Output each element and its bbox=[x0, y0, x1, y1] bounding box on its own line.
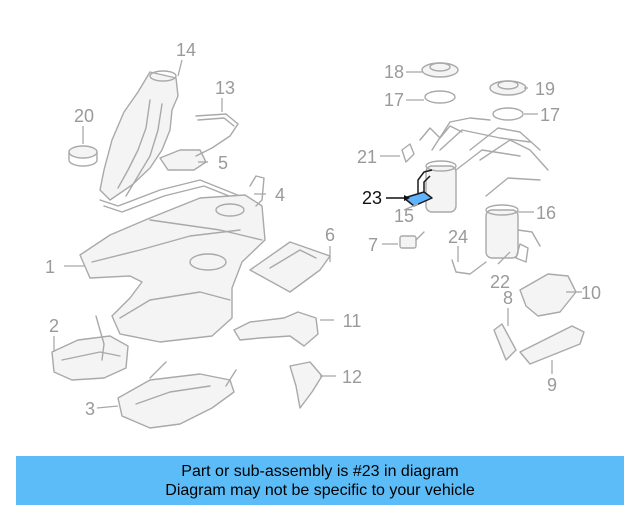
callout-8: 8 bbox=[503, 288, 513, 308]
callout-10: 10 bbox=[581, 283, 601, 303]
banner-part-note: Part or sub-assembly is #23 in diagram bbox=[181, 462, 459, 480]
callout-17-left: 17 bbox=[384, 90, 404, 110]
callout-17-right: 17 bbox=[540, 105, 560, 125]
callout-5: 5 bbox=[218, 153, 228, 173]
callout-1: 1 bbox=[45, 257, 55, 277]
callout-7: 7 bbox=[368, 235, 378, 255]
part-12-bracket bbox=[289, 361, 323, 409]
part-21-clip bbox=[401, 143, 415, 163]
callout-20: 20 bbox=[74, 106, 94, 126]
callout-6: 6 bbox=[325, 225, 335, 245]
leader-line-23 bbox=[386, 195, 410, 201]
banner-disclaimer: Diagram may not be specific to your vehi… bbox=[165, 481, 475, 499]
callout-11: 11 bbox=[343, 311, 362, 331]
part-1-fuel-tank bbox=[79, 194, 266, 343]
callout-23: 23 bbox=[362, 188, 382, 208]
part-6-mounting-plate bbox=[249, 241, 331, 293]
part-3-skid-plate bbox=[117, 361, 237, 429]
callout-3: 3 bbox=[85, 399, 95, 419]
parts-diagram: 1 2 3 4 5 6 7 8 9 10 11 12 13 14 15 16 1… bbox=[45, 40, 601, 429]
callout-21: 21 bbox=[357, 147, 377, 167]
callout-12: 12 bbox=[342, 367, 362, 387]
part-22-sensor bbox=[515, 243, 529, 263]
part-13-vent-line bbox=[195, 113, 239, 157]
part-23-highlighted-bracket bbox=[403, 169, 433, 207]
callout-16: 16 bbox=[536, 203, 556, 223]
part-18-lock-ring bbox=[421, 62, 459, 78]
part-24-strap bbox=[451, 259, 487, 275]
callout-18: 18 bbox=[384, 62, 404, 82]
part-10-bracket bbox=[519, 273, 577, 317]
part-14-filler-neck bbox=[99, 70, 245, 213]
callout-9: 9 bbox=[547, 375, 557, 395]
part-17-seal-right bbox=[492, 107, 524, 121]
part-9-rail bbox=[519, 325, 585, 365]
part-5-cover bbox=[159, 149, 207, 171]
leader-lines bbox=[53, 59, 582, 409]
part-7-connector bbox=[399, 231, 425, 249]
part-11-strap bbox=[233, 311, 319, 347]
part-19-lock-ring bbox=[489, 80, 527, 96]
callout-22: 22 bbox=[490, 272, 510, 292]
part-16-sending-unit bbox=[469, 127, 549, 259]
callout-15: 15 bbox=[394, 206, 414, 226]
part-17-seal-left bbox=[424, 90, 456, 104]
callout-13: 13 bbox=[215, 78, 235, 98]
part-20-fuel-cap bbox=[68, 145, 98, 167]
callout-4: 4 bbox=[275, 185, 285, 205]
part-8-clip bbox=[493, 323, 517, 361]
callout-19: 19 bbox=[535, 79, 555, 99]
part-2-heat-shield bbox=[51, 315, 129, 381]
callout-14: 14 bbox=[176, 40, 196, 60]
callout-2: 2 bbox=[49, 316, 59, 336]
part-15-fuel-pump bbox=[419, 117, 531, 213]
part-4-bracket bbox=[249, 175, 265, 207]
callout-24: 24 bbox=[448, 227, 468, 247]
info-banner: Part or sub-assembly is #23 in diagram D… bbox=[16, 456, 624, 505]
